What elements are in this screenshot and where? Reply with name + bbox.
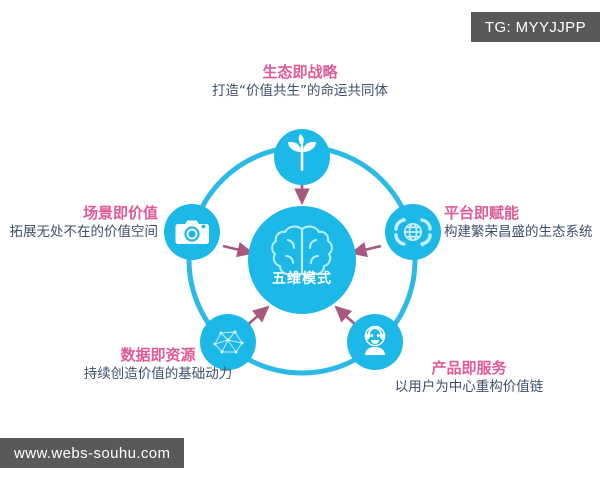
sprout-icon [288, 134, 316, 171]
core-caption: 五维模式 [272, 271, 332, 287]
node-data-circle [200, 314, 256, 370]
node-scene[interactable] [164, 204, 220, 260]
label-data: 数据即资源 持续创造价值的基础动力 [60, 345, 256, 383]
node-ecology[interactable] [274, 129, 330, 185]
label-platform: 平台即赋能 构建繁荣昌盛的生态系统 [444, 203, 600, 241]
label-scene-heading: 场景即价值 [82, 204, 158, 222]
headset-agent-icon [364, 325, 386, 355]
label-scene: 场景即价值 拓展无处不在的价值空间 [6, 203, 159, 241]
camera-icon [175, 220, 209, 244]
label-ecology: 生态即战略 打造“价值共生”的命运共同体 [180, 62, 420, 100]
label-scene-subtitle: 拓展无处不在的价值空间 [9, 224, 159, 241]
watermark-tag-bottom-left: www.webs-souhu.com [0, 438, 185, 468]
label-ecology-subtitle: 打造“价值共生”的命运共同体 [212, 83, 388, 100]
label-product-subtitle: 以用户为中心重构价值链 [394, 379, 544, 396]
arrow-from-scene [222, 242, 255, 258]
data-nodes-icon [213, 330, 244, 354]
arrow-from-platform [349, 242, 382, 258]
label-data-heading: 数据即资源 [120, 346, 196, 364]
brain-icon [271, 225, 333, 278]
node-data[interactable] [200, 314, 256, 370]
node-product[interactable] [347, 314, 403, 370]
label-product: 产品即服务 以用户为中心重构价值链 [368, 358, 570, 396]
globe-network-icon [394, 217, 432, 247]
label-data-subtitle: 持续创造价值的基础动力 [83, 366, 233, 383]
label-platform-heading: 平台即赋能 [444, 204, 520, 222]
label-product-heading: 产品即服务 [431, 359, 507, 377]
node-platform[interactable] [385, 204, 441, 260]
label-ecology-heading: 生态即战略 [262, 63, 338, 81]
label-platform-subtitle: 构建繁荣昌盛的生态系统 [444, 224, 593, 241]
watermark-tag-top-right: TG: MYYJJPP [470, 12, 600, 42]
